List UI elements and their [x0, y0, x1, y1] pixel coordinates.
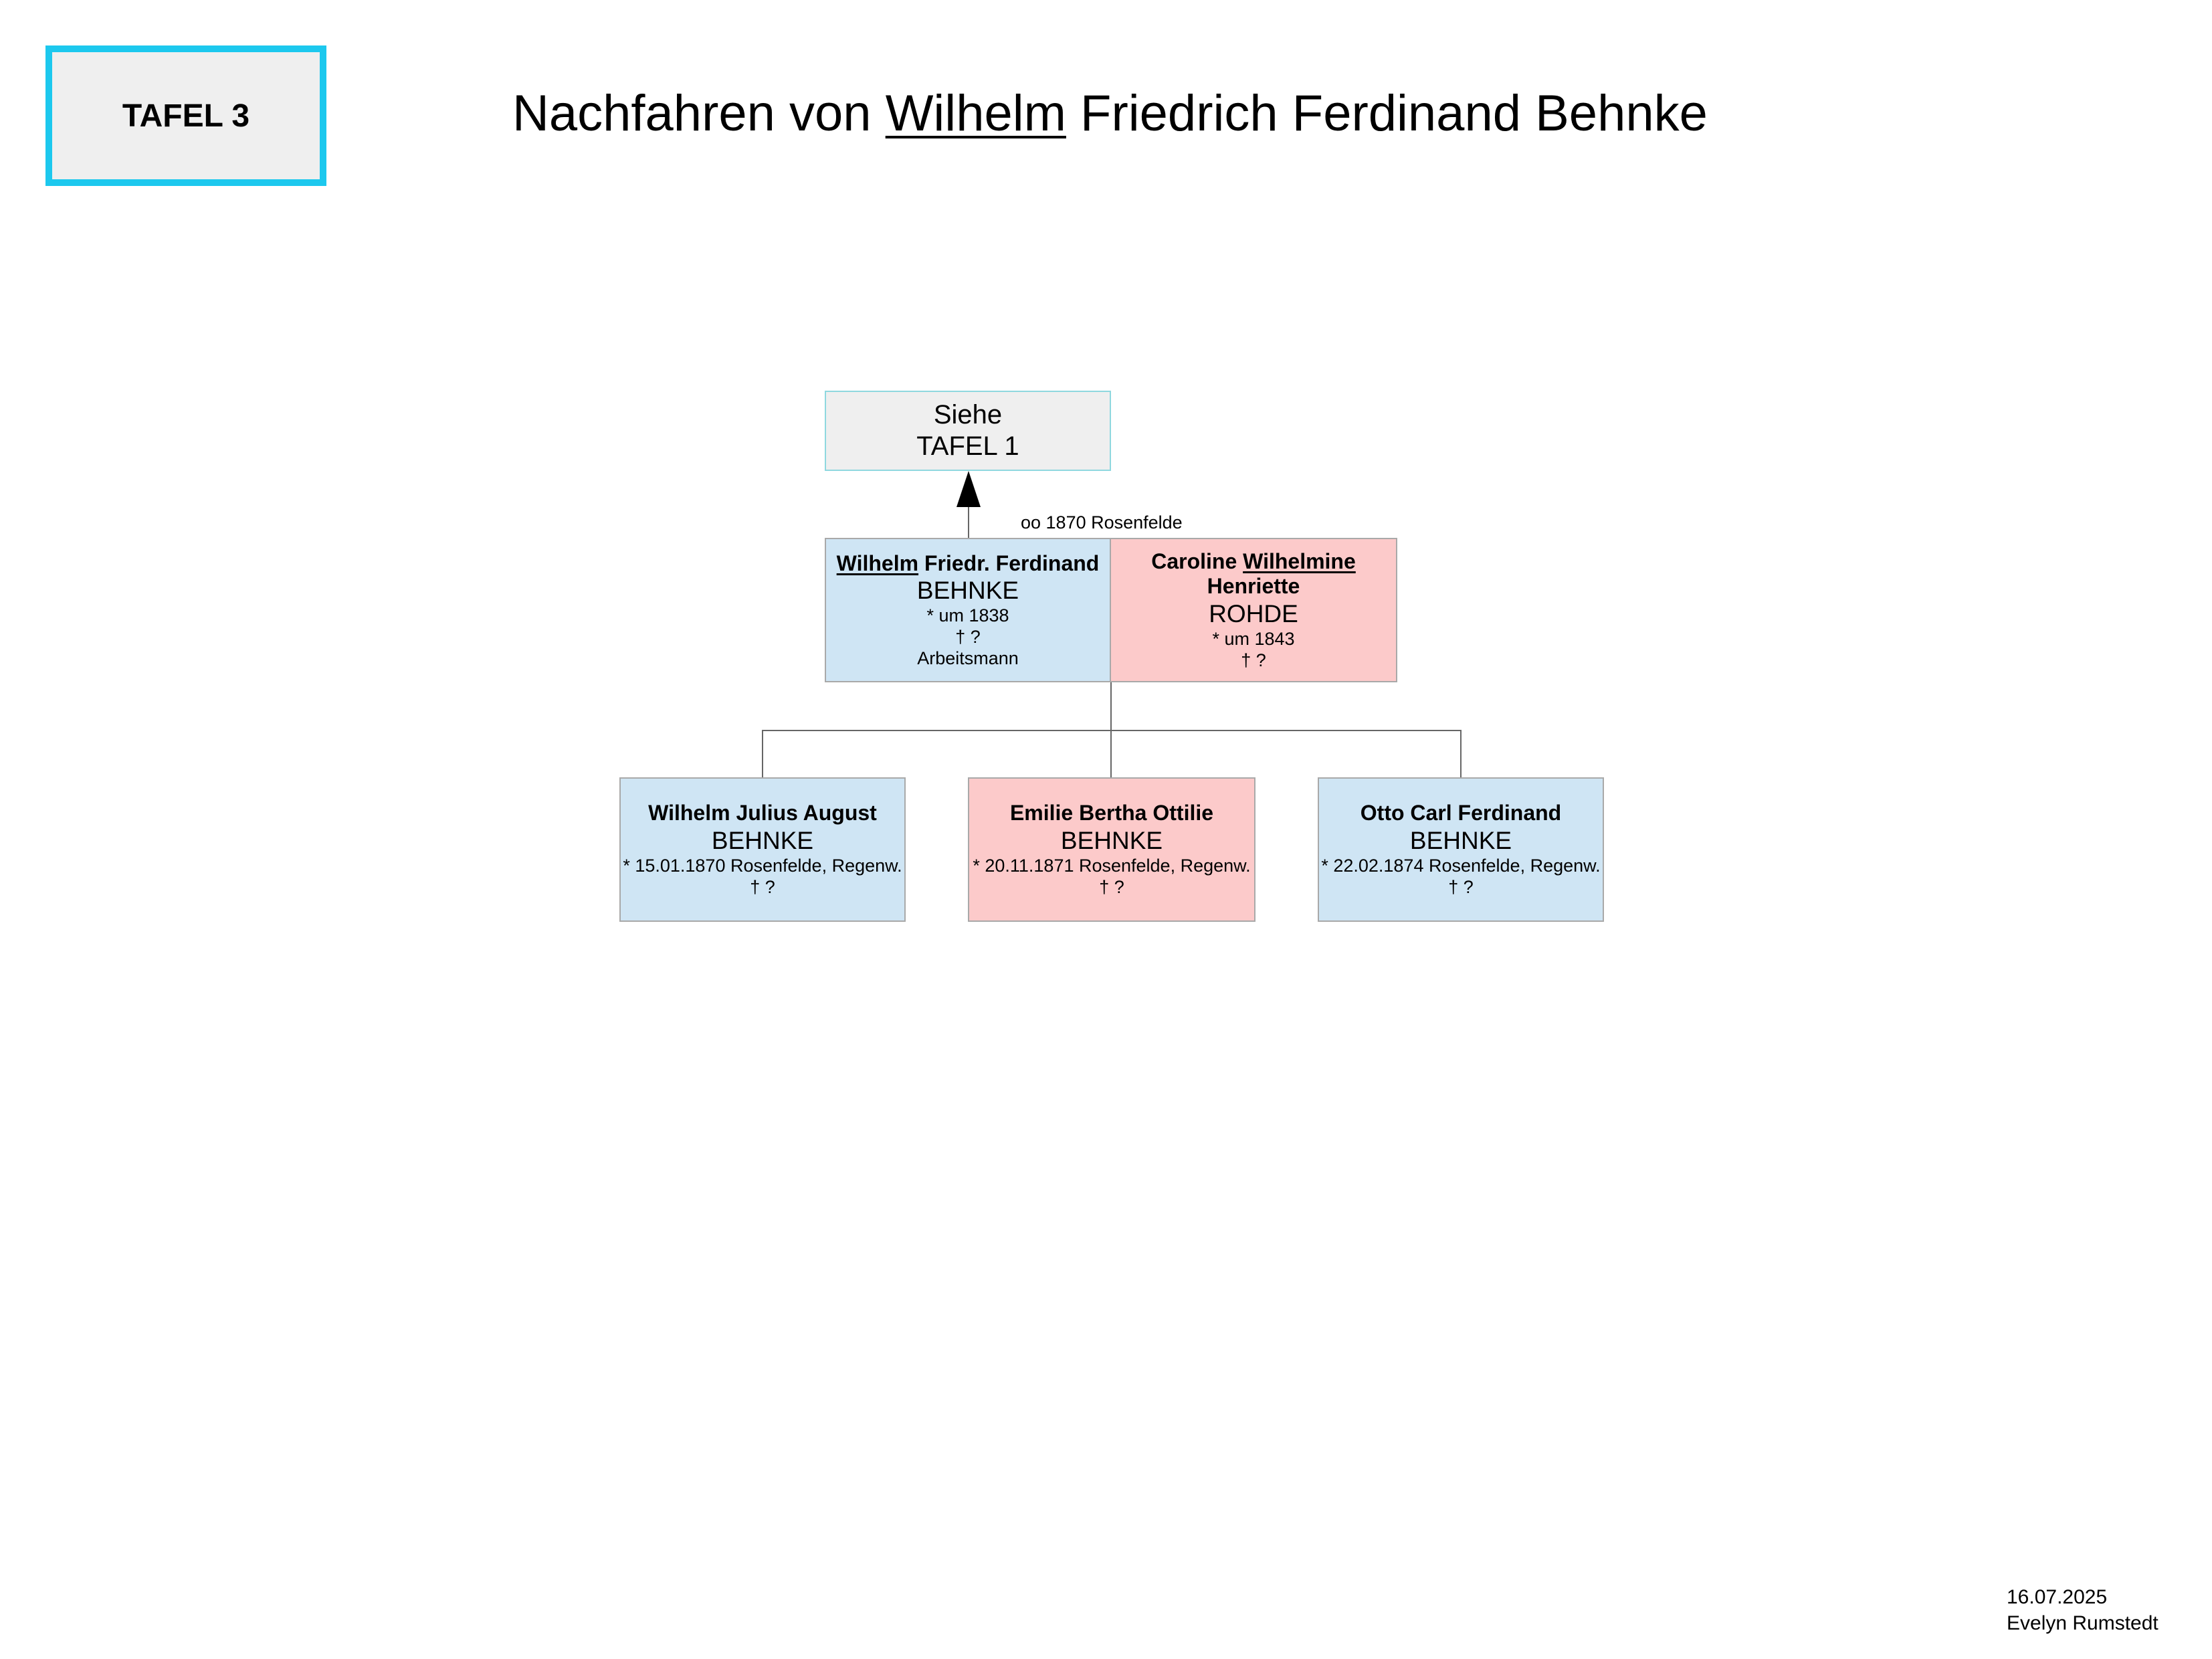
- mother-given-first: Caroline: [1151, 549, 1243, 573]
- person-mother[interactable]: Caroline Wilhelmine Henriette ROHDE * um…: [1110, 538, 1397, 682]
- child-3-given-name: Otto Carl Ferdinand: [1360, 801, 1562, 825]
- mother-death: † ?: [1241, 650, 1266, 670]
- child-3-birth: * 22.02.1874 Rosenfelde, Regenw.: [1321, 855, 1601, 876]
- father-surname: BEHNKE: [916, 577, 1019, 605]
- father-occupation: Arbeitsmann: [917, 648, 1019, 668]
- person-child-2[interactable]: Emilie Bertha Ottilie BEHNKE * 20.11.187…: [968, 777, 1255, 922]
- mother-given-name: Caroline Wilhelmine: [1151, 549, 1356, 575]
- person-child-1[interactable]: Wilhelm Julius August BEHNKE * 15.01.187…: [619, 777, 906, 922]
- child-2-death: † ?: [1099, 876, 1124, 897]
- person-child-3[interactable]: Otto Carl Ferdinand BEHNKE * 22.02.1874 …: [1318, 777, 1604, 922]
- child-2-surname: BEHNKE: [1060, 827, 1163, 855]
- descent-line-child-1: [762, 730, 763, 777]
- title-underlined-name: Wilhelm: [885, 85, 1066, 142]
- reference-line2: TAFEL 1: [916, 431, 1019, 461]
- child-1-given-name: Wilhelm Julius August: [648, 801, 877, 825]
- mother-surname: ROHDE: [1209, 600, 1298, 628]
- page-title: Nachfahren von Wilhelm Friedrich Ferdina…: [512, 84, 1708, 142]
- footer-author: Evelyn Rumstedt: [2007, 1612, 2158, 1634]
- child-1-surname: BEHNKE: [711, 827, 814, 855]
- reference-line1: Siehe: [933, 399, 1003, 429]
- marriage-label: oo 1870 Rosenfelde: [1021, 512, 1183, 532]
- child-2-given-name: Emilie Bertha Ottilie: [1009, 801, 1214, 825]
- title-suffix: Friedrich Ferdinand Behnke: [1066, 85, 1708, 142]
- father-given-name: Wilhelm Friedr. Ferdinand: [837, 551, 1100, 577]
- father-given-rest: Friedr. Ferdinand: [918, 551, 1100, 575]
- child-1-death: † ?: [750, 876, 775, 897]
- father-death: † ?: [955, 626, 981, 647]
- arrow-up-icon: [957, 471, 981, 538]
- child-2-birth: * 20.11.1871 Rosenfelde, Regenw.: [973, 855, 1251, 876]
- child-3-surname: BEHNKE: [1409, 827, 1512, 855]
- father-given-underlined: Wilhelm: [836, 551, 919, 575]
- mother-given-second: Henriette: [1207, 574, 1300, 599]
- mother-given-underlined: Wilhelmine: [1243, 549, 1356, 573]
- title-prefix: Nachfahren von: [512, 85, 886, 142]
- father-birth: * um 1838: [926, 605, 1009, 625]
- descent-line-child-3: [1460, 730, 1462, 777]
- child-3-death: † ?: [1448, 876, 1474, 897]
- footer-date: 16.07.2025: [2007, 1586, 2108, 1608]
- tafel-badge: TAFEL 3: [45, 45, 326, 186]
- footer: 16.07.2025 Evelyn Rumstedt: [2007, 1584, 2158, 1636]
- tafel-badge-label: TAFEL 3: [122, 98, 250, 134]
- mother-birth: * um 1843: [1212, 628, 1295, 649]
- person-father[interactable]: Wilhelm Friedr. Ferdinand BEHNKE * um 18…: [825, 538, 1111, 682]
- sibling-line: [762, 730, 1462, 731]
- reference-box[interactable]: Siehe TAFEL 1: [825, 391, 1111, 471]
- child-1-birth: * 15.01.1870 Rosenfelde, Regenw.: [623, 855, 902, 876]
